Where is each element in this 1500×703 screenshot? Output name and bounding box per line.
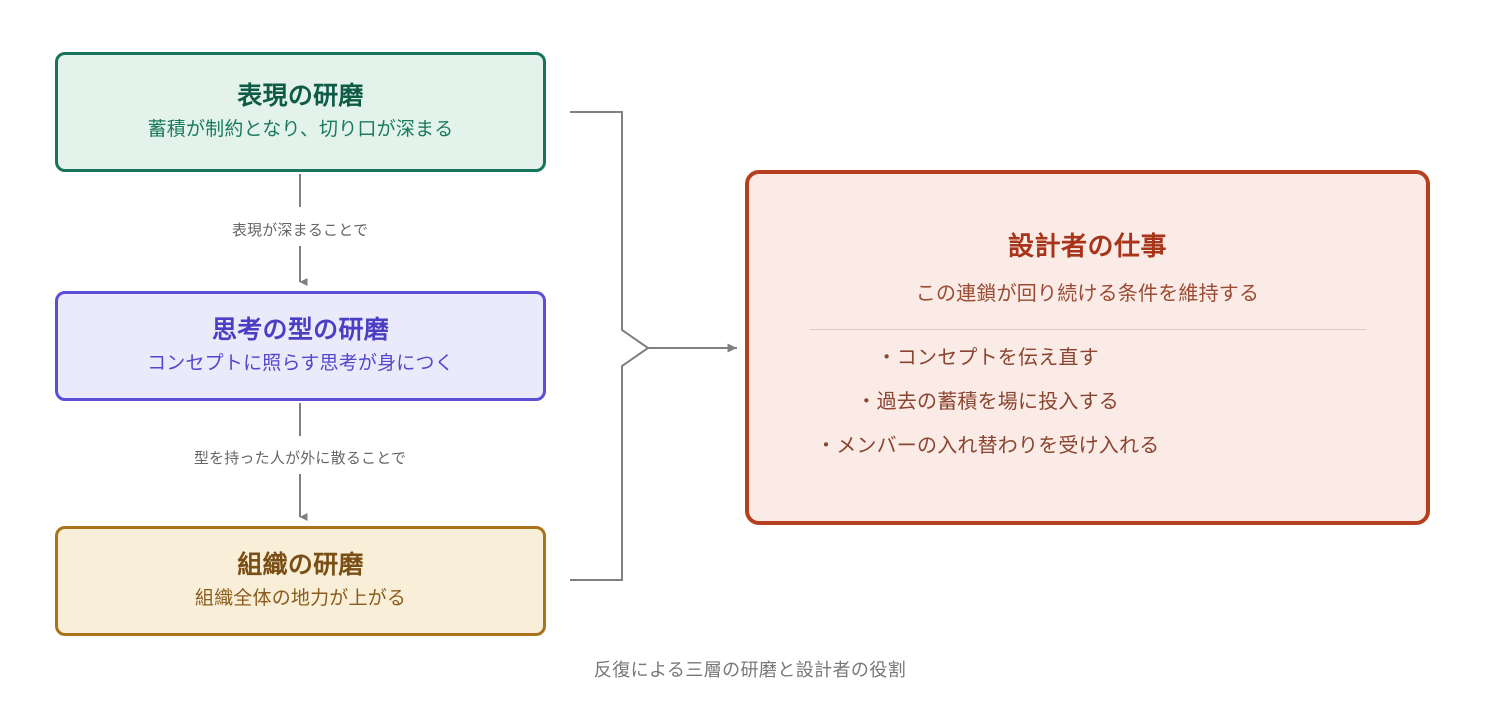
designer-panel-title: 設計者の仕事 <box>1007 231 1167 261</box>
node-designer-panel[interactable]: 設計者の仕事 この連鎖が回り続ける条件を維持する ・コンセプトを伝え直す ・過去… <box>745 170 1430 525</box>
edge-stages-to-designer <box>570 111 737 581</box>
node-expression-subtitle: 蓄積が制約となり、切り口が深まる <box>147 119 454 141</box>
edge-label-expression-to-thinking: 表現が深まることで <box>231 222 369 239</box>
diagram-caption: 反復による三層の研磨と設計者の役割 <box>593 660 907 680</box>
edge-label-thinking-to-organization: 型を持った人が外に散ることで <box>193 450 407 467</box>
node-thinking-subtitle: コンセプトに照らす思考が身につく <box>147 353 454 375</box>
designer-panel-list: ・コンセプトを伝え直す ・過去の蓄積を場に投入する ・メンバーの入れ替わりを受け… <box>816 348 1159 480</box>
node-organization-title: 組織の研磨 <box>237 551 364 580</box>
designer-panel-subtitle: この連鎖が回り続ける条件を維持する <box>915 283 1260 305</box>
node-thinking-title: 思考の型の研磨 <box>211 316 390 345</box>
node-expression-title: 表現の研磨 <box>237 82 364 111</box>
list-item: ・メンバーの入れ替わりを受け入れる <box>816 435 1160 457</box>
list-item: ・過去の蓄積を場に投入する <box>856 391 1119 413</box>
node-expression[interactable]: 表現の研磨 蓄積が制約となり、切り口が深まる <box>55 52 546 172</box>
node-thinking[interactable]: 思考の型の研磨 コンセプトに照らす思考が身につく <box>55 291 546 401</box>
node-organization-subtitle: 組織全体の地力が上がる <box>194 588 407 610</box>
designer-panel-divider <box>809 329 1366 330</box>
list-item: ・コンセプトを伝え直す <box>876 347 1099 369</box>
node-organization[interactable]: 組織の研磨 組織全体の地力が上がる <box>55 526 546 636</box>
